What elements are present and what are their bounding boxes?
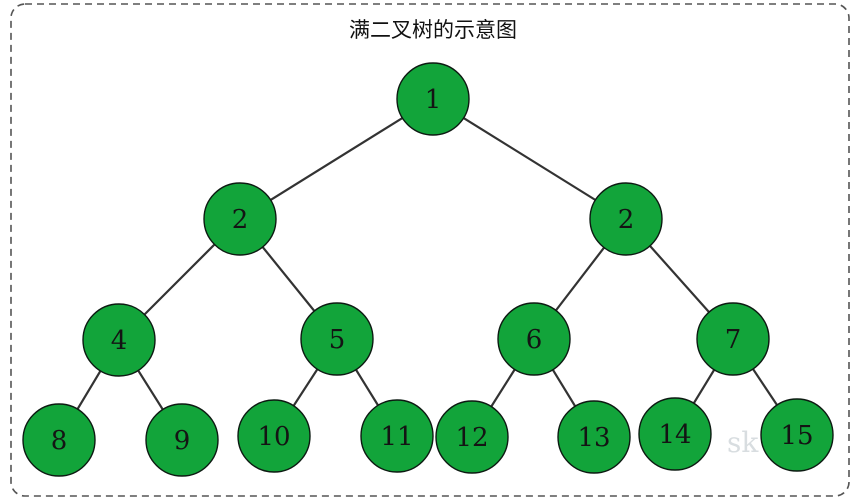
node-label: 14 xyxy=(658,420,691,450)
tree-node-n8: 8 xyxy=(22,403,96,477)
diagram-title: 满二叉树的示意图 xyxy=(349,18,517,42)
node-circle xyxy=(300,302,374,376)
tree-node-n10: 10 xyxy=(237,399,311,473)
node-label: 1 xyxy=(425,85,442,115)
node-label: 5 xyxy=(329,325,346,355)
edge-n1-n2 xyxy=(238,97,435,221)
edges-layer xyxy=(57,97,799,442)
watermark-faint-text: sk xyxy=(727,426,759,459)
tree-node-n13: 13 xyxy=(557,400,631,474)
node-circle xyxy=(145,403,219,477)
node-circle xyxy=(237,399,311,473)
node-label: 4 xyxy=(111,326,128,356)
edge-n1-n3 xyxy=(431,97,628,221)
node-circle xyxy=(557,400,631,474)
node-circle xyxy=(203,182,277,256)
node-circle xyxy=(497,302,571,376)
node-label: 15 xyxy=(780,421,813,451)
node-circle xyxy=(396,62,470,136)
tree-node-n9: 9 xyxy=(145,403,219,477)
tree-node-n6: 6 xyxy=(497,302,571,376)
node-label: 6 xyxy=(526,325,543,355)
node-circle xyxy=(82,303,156,377)
tree-node-n7: 7 xyxy=(696,302,770,376)
node-label: 7 xyxy=(725,325,742,355)
tree-node-n14: 14 xyxy=(638,397,712,471)
tree-node-n3: 2 xyxy=(589,182,663,256)
dashed-frame xyxy=(10,3,850,497)
node-circle xyxy=(435,400,509,474)
tree-node-n15: 15 xyxy=(760,398,834,472)
node-label: 12 xyxy=(455,423,488,453)
node-label: 13 xyxy=(577,423,610,453)
node-label: 9 xyxy=(174,426,191,456)
node-label: 2 xyxy=(232,205,249,235)
node-label: 11 xyxy=(380,422,413,452)
node-circle xyxy=(696,302,770,376)
node-circle xyxy=(589,182,663,256)
node-label: 2 xyxy=(618,205,635,235)
tree-node-n4: 4 xyxy=(82,303,156,377)
tree-node-n12: 12 xyxy=(435,400,509,474)
tree-node-n1: 1 xyxy=(396,62,470,136)
tree-node-n5: 5 xyxy=(300,302,374,376)
node-label: 8 xyxy=(51,426,68,456)
node-circle xyxy=(22,403,96,477)
node-circle xyxy=(638,397,712,471)
watermark-text: @稀土掘金技术社区 xyxy=(712,472,838,488)
node-circle xyxy=(760,398,834,472)
tree-node-n11: 11 xyxy=(360,399,434,473)
tree-node-n2: 2 xyxy=(203,182,277,256)
node-circle xyxy=(360,399,434,473)
node-label: 10 xyxy=(257,422,290,452)
